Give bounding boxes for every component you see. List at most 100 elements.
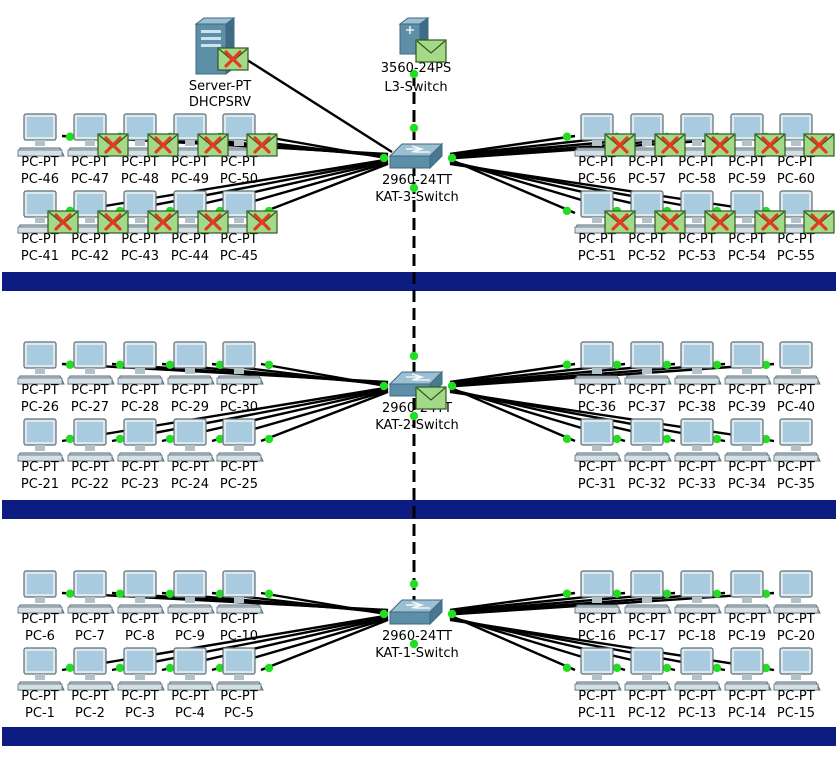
monitor-screen	[584, 651, 610, 671]
pc-device[interactable]	[67, 570, 115, 614]
pc-pdu-envelope[interactable]	[754, 210, 786, 234]
pc-device[interactable]	[167, 570, 215, 614]
pc-device[interactable]	[216, 418, 264, 462]
monitor-stand	[692, 368, 702, 374]
pc-link	[260, 162, 389, 215]
pc-name-label: PC-32	[628, 477, 666, 492]
pc-device[interactable]	[117, 418, 165, 462]
envelope-icon	[415, 386, 447, 410]
pc-device[interactable]	[624, 570, 672, 614]
pc-device[interactable]	[67, 418, 115, 462]
server-pdu-envelope[interactable]	[217, 47, 249, 71]
monitor-stand	[85, 140, 95, 146]
pc-link	[111, 387, 389, 443]
pc-type-label: PC-PT	[21, 383, 58, 398]
pc-device[interactable]	[117, 570, 165, 614]
pc-port-light	[712, 434, 722, 444]
pc-pdu-envelope[interactable]	[604, 210, 636, 234]
pc-tower	[724, 454, 770, 462]
pc-pdu-envelope[interactable]	[803, 133, 835, 157]
pc-device[interactable]	[67, 341, 115, 385]
pc-device[interactable]	[624, 418, 672, 462]
access-switch[interactable]	[388, 598, 444, 626]
monitor-stand	[791, 674, 801, 680]
pc-link	[449, 618, 775, 672]
pc-device[interactable]	[674, 418, 722, 462]
pc-device[interactable]	[724, 647, 772, 691]
l3-arrows-icon	[406, 26, 414, 34]
pc-device[interactable]	[216, 341, 264, 385]
pc-device[interactable]	[574, 570, 622, 614]
pc-pdu-envelope[interactable]	[147, 210, 179, 234]
pc-pdu-envelope[interactable]	[803, 210, 835, 234]
fail-x-icon	[810, 136, 828, 154]
pc-name-label: PC-47	[71, 172, 109, 187]
pc-pdu-envelope[interactable]	[704, 133, 736, 157]
pc-type-label: PC-PT	[171, 155, 208, 170]
pc-device[interactable]	[674, 341, 722, 385]
switch-pdu-envelope[interactable]	[415, 386, 447, 410]
pc-pdu-envelope[interactable]	[754, 133, 786, 157]
pc-port-light	[65, 360, 75, 369]
pc-device[interactable]	[773, 341, 821, 385]
monitor-stand	[742, 368, 752, 374]
pc-pdu-envelope[interactable]	[97, 133, 129, 157]
devices[interactable]: Server-PTDHCPSRV3560-24PSL3-SwitchPC-PTP…	[17, 17, 821, 721]
pc-device[interactable]	[167, 341, 215, 385]
pc-device[interactable]	[117, 647, 165, 691]
pc-device[interactable]	[17, 113, 65, 157]
monitor-screen	[177, 574, 203, 594]
pc-device[interactable]	[167, 418, 215, 462]
core-pdu-envelope[interactable]	[415, 39, 447, 63]
pc-device[interactable]	[17, 570, 65, 614]
pc-device[interactable]	[574, 341, 622, 385]
pc-pdu-envelope[interactable]	[97, 210, 129, 234]
pc-device[interactable]	[773, 418, 821, 462]
monitor-screen	[684, 574, 710, 594]
pc-device[interactable]	[67, 647, 115, 691]
pc-pdu-envelope[interactable]	[654, 133, 686, 157]
pc-name-label: PC-28	[121, 400, 159, 415]
pc-pdu-envelope[interactable]	[47, 210, 79, 234]
pc-port-light	[165, 663, 175, 673]
access-switch[interactable]	[388, 142, 444, 170]
pc-device[interactable]	[17, 341, 65, 385]
fail-x-icon	[253, 136, 271, 154]
pc-tower	[117, 454, 163, 462]
monitor-screen	[634, 574, 660, 594]
pc-pdu-envelope[interactable]	[147, 133, 179, 157]
server-type-label: Server-PT	[189, 79, 251, 94]
pc-device[interactable]	[216, 570, 264, 614]
pc-device[interactable]	[674, 570, 722, 614]
pc-name-label: PC-2	[75, 706, 105, 721]
pc-device[interactable]	[674, 113, 722, 157]
pc-pdu-envelope[interactable]	[704, 210, 736, 234]
pc-device[interactable]	[773, 647, 821, 691]
pc-device[interactable]	[724, 418, 772, 462]
monitor-screen	[226, 345, 252, 365]
pc-pdu-envelope[interactable]	[246, 210, 278, 234]
pc-device[interactable]	[117, 341, 165, 385]
pc-device[interactable]	[773, 570, 821, 614]
pc-pdu-envelope[interactable]	[246, 133, 278, 157]
pc-pdu-envelope[interactable]	[654, 210, 686, 234]
pc-link	[449, 591, 576, 612]
pc-device[interactable]	[216, 647, 264, 691]
pc-device[interactable]	[17, 647, 65, 691]
pc-device[interactable]	[574, 647, 622, 691]
pc-device[interactable]	[624, 341, 672, 385]
pc-device[interactable]	[724, 570, 772, 614]
pc-pdu-envelope[interactable]	[604, 133, 636, 157]
pc-device[interactable]	[574, 418, 622, 462]
pc-device[interactable]	[17, 418, 65, 462]
pc-device[interactable]	[167, 647, 215, 691]
pc-pdu-envelope[interactable]	[197, 133, 229, 157]
pc-port-light	[65, 132, 75, 141]
pc-pdu-envelope[interactable]	[197, 210, 229, 234]
pc-port-light	[115, 360, 125, 369]
monitor-stand	[35, 368, 45, 374]
pc-device[interactable]	[724, 341, 772, 385]
pc-device[interactable]	[674, 647, 722, 691]
pc-device[interactable]	[624, 647, 672, 691]
pc-type-label: PC-PT	[171, 689, 208, 704]
